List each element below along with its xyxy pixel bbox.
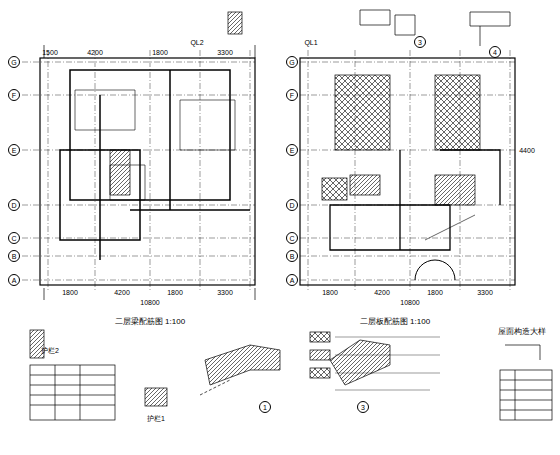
grid-bubble: E <box>286 144 298 156</box>
grid-bubble: G <box>8 56 20 68</box>
grid-bubble: 3 <box>414 36 426 48</box>
dimension-text: 1500 <box>42 49 58 56</box>
grid-bubble: D <box>8 199 20 211</box>
grid-bubble: F <box>286 89 298 101</box>
grid-bubble: 3 <box>357 401 369 413</box>
dimension-text: 3300 <box>217 49 233 56</box>
grid-label: G <box>289 59 294 66</box>
dimension-text: 1800 <box>152 49 168 56</box>
dimension-text: 4200 <box>374 289 390 296</box>
grid-label: B <box>12 253 17 260</box>
grid-label: B <box>290 253 295 260</box>
dimension-text: 10800 <box>400 299 419 306</box>
grid-label: A <box>290 277 295 284</box>
grid-label: 1 <box>263 404 267 411</box>
dimension-text: 1800 <box>322 289 338 296</box>
dimension-text: 3300 <box>477 289 493 296</box>
grid-bubble: E <box>8 144 20 156</box>
grid-label: F <box>12 92 16 99</box>
grid-label: F <box>290 92 294 99</box>
grid-label: E <box>290 147 295 154</box>
grid-bubble: A <box>8 274 20 286</box>
grid-bubble: 1 <box>259 401 271 413</box>
grid-bubble: 4 <box>489 46 501 58</box>
grid-label: D <box>11 202 16 209</box>
dimension-text: QL1 <box>304 39 317 46</box>
grid-bubble: C <box>8 232 20 244</box>
dimension-text: 护栏2 <box>41 347 59 354</box>
grid-bubble: B <box>286 250 298 262</box>
drawing-title: 屋面构造大样 <box>498 328 546 336</box>
grid-label: A <box>12 277 17 284</box>
dimension-text: 1800 <box>427 289 443 296</box>
grid-bubble: B <box>8 250 20 262</box>
grid-label: C <box>289 235 294 242</box>
drawing-title: 二层梁配筋图 1:100 <box>115 318 185 326</box>
grid-bubble: F <box>8 89 20 101</box>
dimension-text: 护栏1 <box>147 415 165 422</box>
grid-label: C <box>11 235 16 242</box>
dimension-text: 4200 <box>87 49 103 56</box>
dimension-text: 4200 <box>114 289 130 296</box>
grid-label: D <box>289 202 294 209</box>
grid-label: E <box>12 147 17 154</box>
dimension-text: 10800 <box>140 299 159 306</box>
dimension-text: QL2 <box>190 39 203 46</box>
grid-label: 4 <box>493 49 497 56</box>
dimension-text: 3300 <box>217 289 233 296</box>
dimension-text: 1800 <box>167 289 183 296</box>
grid-label: 3 <box>418 39 422 46</box>
drawing-title: 二层板配筋图 1:100 <box>360 318 430 326</box>
grid-bubble: G <box>286 56 298 68</box>
grid-bubble: D <box>286 199 298 211</box>
grid-label: G <box>11 59 16 66</box>
grid-bubble: C <box>286 232 298 244</box>
dimension-text: 4400 <box>519 147 535 154</box>
grid-bubble: A <box>286 274 298 286</box>
dimension-text: 1800 <box>62 289 78 296</box>
grid-label: 3 <box>361 404 365 411</box>
